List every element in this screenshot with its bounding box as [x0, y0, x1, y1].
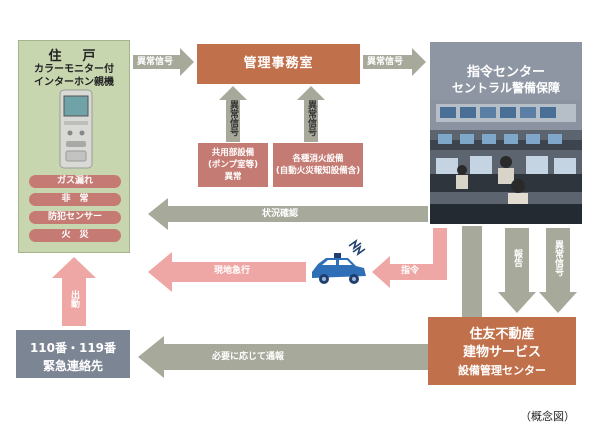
residence-line2: インターホン親機	[34, 77, 114, 88]
arrow-status-check	[148, 198, 428, 230]
emergency-line2: 緊急連絡先	[42, 359, 103, 373]
label-office-to-center: 異常信号	[367, 57, 404, 67]
sumitomo-center-box: 住友不動産 建物サービス 設備管理センター	[428, 317, 576, 385]
command-center-subtitle: セントラル警備保障	[451, 81, 560, 95]
label-residence-to-office: 異常信号	[137, 57, 174, 67]
label-common-to-office: 異常信号	[228, 100, 238, 136]
sumitomo-line3: 設備管理センター	[458, 364, 546, 377]
label-dispatch: 出動	[69, 290, 79, 308]
label-dispatch-order: 指令	[401, 266, 420, 276]
management-office-box: 管理事務室	[197, 44, 360, 84]
label-status-check: 状況確認	[262, 209, 299, 219]
residence-panel: 住 戸 カラーモニター付 インターホン親機 ガス漏れ 非 常 防犯センサー 火 …	[18, 40, 130, 253]
arrow-residence-to-office	[133, 48, 194, 76]
sumitomo-line2: 建物サービス	[462, 345, 541, 360]
arrow-rush-to-site	[148, 252, 306, 292]
alert-gas-leak: ガス漏れ	[29, 175, 121, 188]
fire-equipment-box: 各種消火設備 (自動火災報知設備含)	[273, 143, 363, 187]
common-equipment-box: 共用部設備 (ポンプ室等) 異常	[198, 143, 268, 187]
alert-emergency: 非 常	[29, 193, 121, 206]
label-notify-as-needed: 必要に応じて通報	[212, 352, 285, 362]
arrow-fire-to-office	[297, 86, 325, 142]
command-center-title: 指令センター	[466, 65, 545, 80]
emergency-contact-box: 110番・119番 緊急連絡先	[16, 330, 130, 378]
common-equipment-line3: 異常	[224, 172, 242, 182]
siren-wave-icon	[348, 239, 366, 256]
command-center-panel: 指令センター セントラル警備保障	[430, 42, 582, 224]
label-fire-to-office: 異常信号	[306, 100, 316, 136]
common-equipment-line2: (ポンプ室等)	[207, 160, 258, 170]
arrow-common-to-office	[219, 86, 247, 142]
patrol-car-icon	[312, 253, 366, 284]
residence-title: 住 戸	[48, 49, 100, 64]
arrow-office-to-center	[363, 48, 426, 76]
sumitomo-line1: 住友不動産	[469, 327, 535, 342]
emergency-line1: 110番・119番	[29, 341, 117, 355]
intercom-device-icon	[59, 89, 93, 169]
arrow-report	[498, 228, 536, 313]
fire-equipment-line1: 各種消火設備	[292, 154, 344, 164]
alert-fire: 火 災	[29, 229, 121, 242]
arrow-sumitomo-abnormal	[539, 228, 577, 313]
alert-security-sensor: 防犯センサー	[29, 211, 121, 224]
arrow-dispatch	[52, 257, 96, 326]
residence-line1: カラーモニター付	[34, 64, 114, 75]
control-room-photo	[430, 100, 582, 224]
label-sumitomo-abnormal: 異常信号	[553, 240, 563, 276]
fire-equipment-line2: (自動火災報知設備含)	[275, 166, 361, 176]
diagram-caption: （概念図）	[520, 410, 575, 423]
label-report: 報告	[512, 249, 522, 267]
arrow-dispatch-order	[372, 228, 447, 288]
common-equipment-line1: 共用部設備	[211, 148, 255, 158]
label-rush-to-site: 現地急行	[214, 266, 251, 276]
